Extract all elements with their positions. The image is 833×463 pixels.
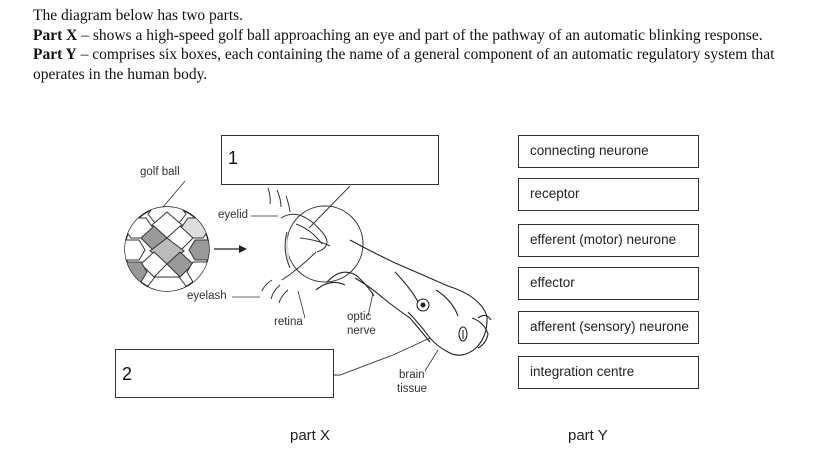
eyelid-label: eyelid xyxy=(218,209,249,221)
answer-box-2[interactable]: 2 xyxy=(115,349,334,398)
part-x-caption: part X xyxy=(290,427,331,444)
brain-tissue-label-line1: brain xyxy=(399,369,425,381)
component-box-5[interactable]: afferent (sensory) neurone xyxy=(518,311,699,344)
eyelash-label: eyelash xyxy=(187,290,227,302)
part-y-text: – comprises six boxes, each containing t… xyxy=(33,46,775,83)
answer-box-1[interactable]: 1 xyxy=(221,135,439,185)
question-intro: The diagram below has two parts. Part X … xyxy=(33,6,803,84)
retina-label: retina xyxy=(274,316,303,328)
part-y-description: Part Y – comprises six boxes, each conta… xyxy=(33,45,803,84)
intro-line: The diagram below has two parts. xyxy=(33,7,244,24)
brain-tissue-label-line2: tissue xyxy=(397,383,428,395)
part-x-description: Part X – shows a high-speed golf ball ap… xyxy=(33,26,803,46)
optic-nerve-label-line1: optic xyxy=(347,311,372,323)
optic-nerve-label-line2: nerve xyxy=(347,325,376,337)
component-box-6[interactable]: integration centre xyxy=(518,356,699,389)
neural-pathway-icon xyxy=(315,239,492,356)
golf-ball-icon xyxy=(124,206,210,292)
component-box-3[interactable]: efferent (motor) neurone xyxy=(518,224,699,257)
component-box-2[interactable]: receptor xyxy=(518,178,699,211)
eye-icon xyxy=(261,187,364,304)
component-box-1[interactable]: connecting neurone xyxy=(518,135,699,168)
part-x-heading: Part X xyxy=(33,26,78,44)
component-box-4[interactable]: effector xyxy=(518,267,699,300)
part-y-heading: Part Y xyxy=(33,46,77,63)
arrow-icon xyxy=(214,245,247,253)
part-y-caption: part Y xyxy=(568,427,608,444)
box-2-number: 2 xyxy=(122,364,133,384)
golf-ball-label: golf ball xyxy=(140,166,180,178)
part-x-text: – shows a high-speed golf ball approachi… xyxy=(77,26,763,44)
box-1-number: 1 xyxy=(228,148,239,168)
